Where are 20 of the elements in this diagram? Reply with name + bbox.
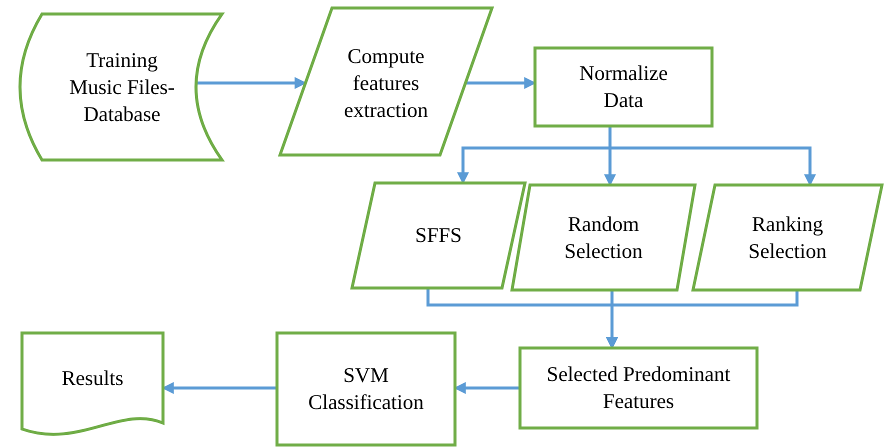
process-box [277,333,455,445]
node-label: Training Music Files- Database [68,46,176,128]
node-label: Selected Predominant Features [546,361,732,415]
node-label: Compute features extraction [343,42,429,124]
arrow [465,77,536,89]
arrow [608,126,816,186]
data-parallelogram [280,8,492,155]
node-label: SFFS [415,222,462,249]
data-parallelogram [512,185,695,290]
document-shape [22,333,163,435]
data-parallelogram [693,185,882,290]
node-label: Normalize Data [578,60,669,114]
node-label: Results [62,364,124,392]
arrow [454,382,520,394]
process-box [520,348,757,428]
node-label: Random Selection [563,211,644,265]
node-label: Ranking Selection [747,211,828,265]
process-box [535,48,712,126]
data-parallelogram [352,183,525,288]
node-label: SVM Classification [307,362,425,416]
